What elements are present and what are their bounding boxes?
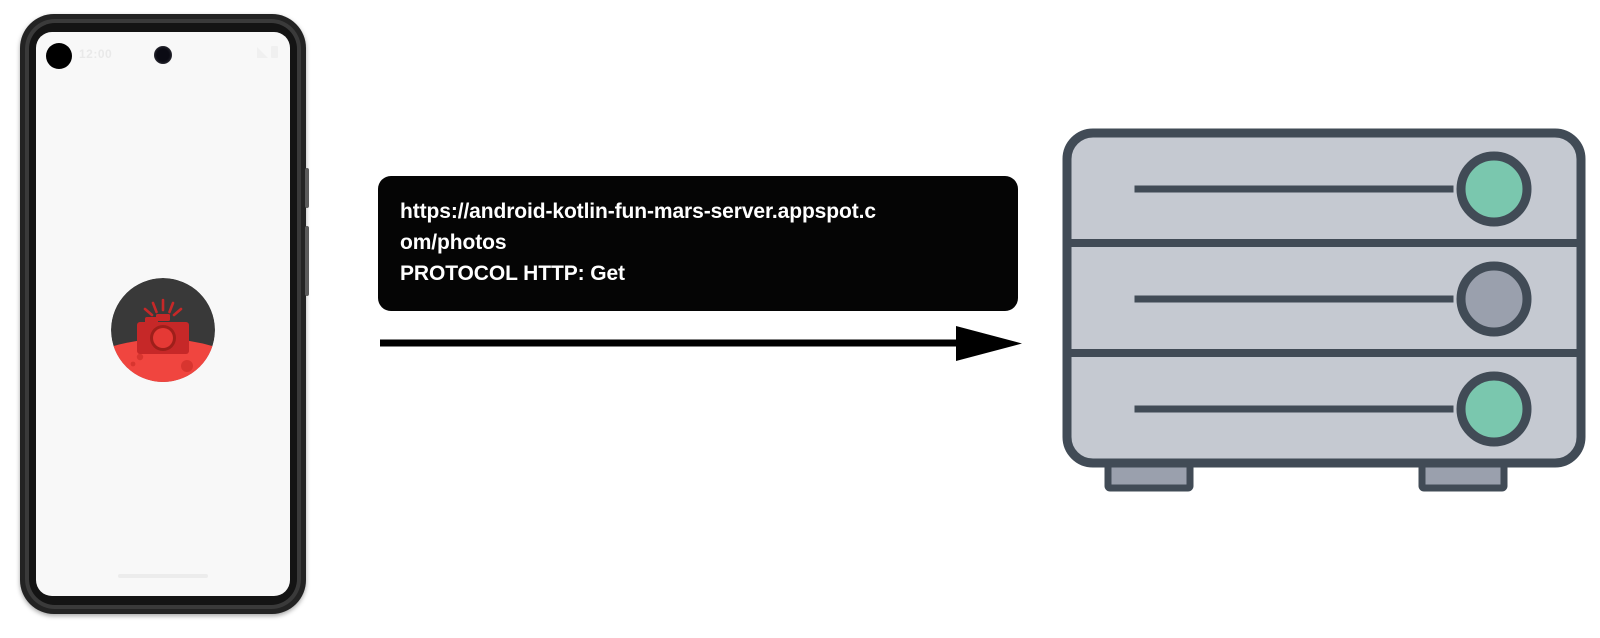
phone-power-button[interactable] [305, 168, 309, 208]
home-indicator-bar[interactable] [118, 574, 208, 578]
status-dot-icon [46, 43, 72, 69]
request-label: https://android-kotlin-fun-mars-server.a… [378, 176, 1018, 311]
signal-bars-icon [257, 46, 268, 58]
camera-flash-unit [156, 314, 170, 321]
status-bar-time: 12:00 [79, 47, 113, 61]
mars-crater [130, 361, 136, 367]
arrow-head [956, 326, 1022, 361]
front-camera-punch-hole-icon [154, 46, 172, 64]
camera-viewfinder [145, 317, 158, 324]
mars-crater [136, 353, 144, 361]
battery-icon [271, 46, 278, 58]
request-arrow [376, 322, 1026, 364]
status-bar: 12:00 [36, 32, 290, 76]
camera-flash-rays [143, 298, 183, 317]
status-led-idle [1456, 261, 1532, 337]
mars-photos-app-icon[interactable] [111, 278, 215, 382]
request-url-line-1: https://android-kotlin-fun-mars-server.a… [400, 200, 876, 223]
status-bar-icons [257, 46, 278, 58]
request-url-line-2: om/photos [400, 231, 507, 254]
web-server [1060, 126, 1588, 498]
android-phone-device: 12:00 [20, 14, 309, 614]
phone-volume-button[interactable] [305, 226, 309, 296]
request-protocol-line: PROTOCOL HTTP: Get [400, 262, 625, 285]
status-led-active [1456, 151, 1532, 227]
camera-lens [153, 328, 173, 348]
phone-screen[interactable]: 12:00 [36, 32, 290, 596]
mars-crater [181, 360, 193, 372]
status-led-active [1456, 371, 1532, 447]
